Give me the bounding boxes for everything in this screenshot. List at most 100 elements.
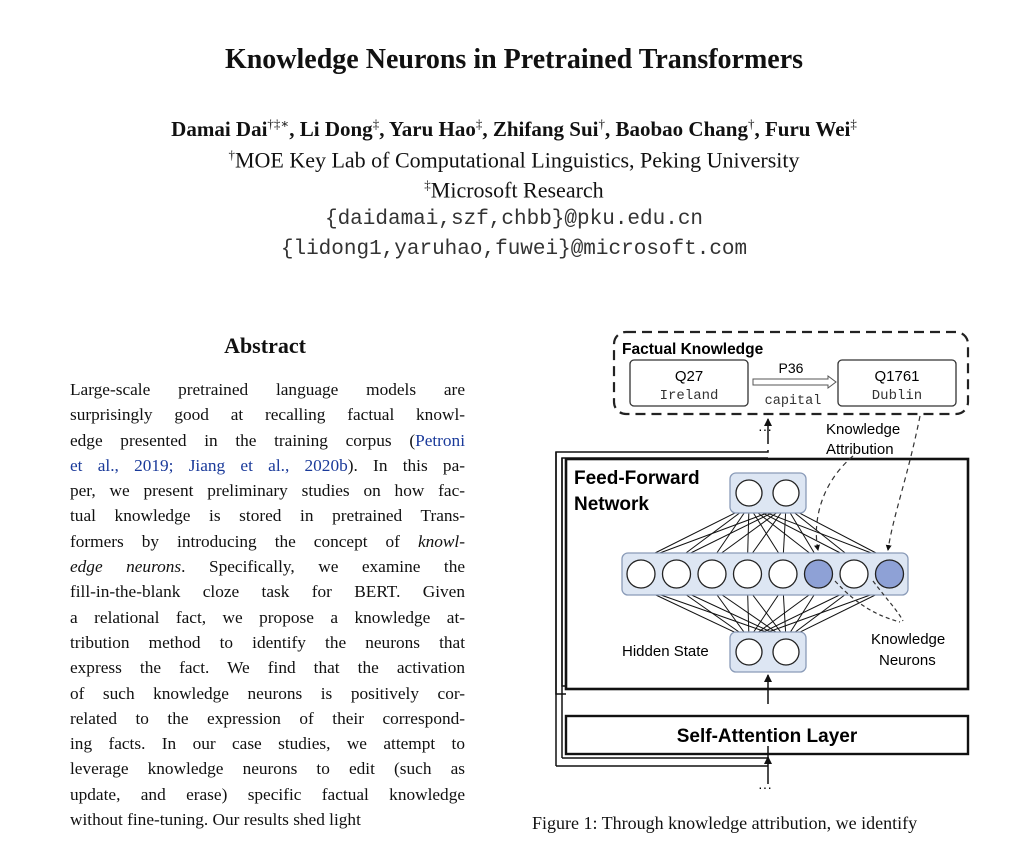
connection-line: [640, 587, 750, 640]
connection-line: [785, 587, 890, 640]
citation-link[interactable]: et al., 2019; Jiang et al., 2020b: [70, 455, 348, 475]
connection-line: [748, 587, 784, 640]
abstract-line: edge presented in the training corpus (P…: [70, 430, 465, 450]
knowledge-neuron: [803, 559, 834, 589]
abstract-line: leverage knowledge neurons to edit (such…: [70, 759, 465, 779]
intermediate-neuron: [626, 559, 656, 589]
figure-1-diagram: Factual Knowledge Q27 Ireland Q1761 Dubl…: [555, 330, 970, 795]
abstract-line: related to the expression of their corre…: [70, 708, 465, 728]
abstract-line: update, and erase) specific factual know…: [70, 784, 465, 804]
self-attention-label: Self-Attention Layer: [677, 726, 858, 747]
intermediate-neuron: [661, 559, 692, 589]
relation-arrow: [752, 375, 837, 389]
connection-line: [747, 587, 787, 640]
connection-line: [711, 587, 787, 640]
abstract-heading: Abstract: [224, 333, 306, 358]
object-entity-box: [837, 359, 957, 407]
connection-line: [785, 587, 855, 640]
author-name: Yaru Hao: [388, 117, 476, 141]
affiliation-pku: †MOE Key Lab of Computational Linguistic…: [228, 147, 800, 173]
connection-line: [747, 505, 750, 561]
knowledge-attribution-label-1: Knowledge: [826, 421, 900, 438]
subject-name: Ireland: [660, 388, 719, 404]
abstract-line: Large-scale pretrained language models a…: [70, 380, 465, 399]
connection-line: [748, 505, 784, 561]
author-name: Baobao Chang: [615, 117, 748, 141]
citation-link[interactable]: Petroni: [415, 430, 465, 450]
relation-name: capital: [765, 394, 822, 409]
intermediate-neuron-group: [621, 552, 909, 596]
ffn-label-1: Feed-Forward: [574, 468, 700, 489]
knowledge-neurons-label-2: Neurons: [879, 652, 936, 669]
figure-caption: Figure 1: Through knowledge attribution,…: [532, 813, 918, 833]
intermediate-neuron: [839, 559, 869, 589]
connection-line: [748, 505, 855, 561]
author-name: Zhifang Sui: [492, 117, 599, 141]
abstract-line: et al., 2019; Jiang et al., 2020b). In t…: [70, 455, 465, 475]
factual-knowledge-box: [612, 330, 970, 416]
connection-line: [748, 505, 819, 561]
author-marks: †: [747, 116, 755, 131]
connection-line: [785, 505, 890, 561]
author-list: Damai Dai†‡∗, Li Dong‡, Yaru Hao‡, Zhifa…: [171, 116, 857, 141]
knowledge-neuron: [874, 559, 905, 589]
author-marks: ‡: [850, 116, 857, 131]
abstract-line: ing facts. In our case studies, we attem…: [70, 734, 465, 754]
ffn-box: [564, 457, 970, 691]
abstract-line: surprisingly good at recalling factual k…: [70, 405, 465, 425]
bottom-ellipsis: ···: [758, 779, 772, 795]
output-neuron: [735, 479, 763, 507]
email-pku: {daidamai,szf,chbb}@pku.edu.cn: [324, 208, 704, 231]
connection-line: [676, 587, 787, 640]
relation-id: P36: [779, 360, 804, 376]
author-name: Furu Wei: [764, 117, 851, 141]
hidden-state-label: Hidden State: [622, 643, 709, 660]
connection-line: [785, 587, 819, 640]
abstract-body: Large-scale pretrained language models a…: [70, 377, 465, 832]
output-neuron: [772, 479, 800, 507]
connection-line: [676, 505, 787, 561]
intermediate-neuron: [732, 559, 763, 589]
connection-line: [711, 505, 750, 561]
abstract-line: per, we present preliminary studies on h…: [70, 481, 465, 501]
author-marks: ‡: [372, 116, 380, 131]
object-id: Q1761: [874, 368, 919, 385]
abstract-line: tual knowledge is stored in pretrained T…: [70, 506, 465, 526]
factual-knowledge-label: Factual Knowledge: [622, 341, 764, 358]
author-marks: ‡: [475, 116, 483, 131]
connection-line: [676, 505, 750, 561]
abstract-line: formers by introducing the concept of kn…: [70, 531, 465, 551]
ffn-connections: [640, 505, 890, 640]
author-name: Damai Dai: [171, 117, 268, 141]
neurons: [626, 479, 905, 666]
hidden-state-neuron: [735, 638, 763, 666]
subject-entity-box: [629, 359, 749, 407]
email-microsoft: {lidong1,yaruhao,fuwei}@microsoft.com: [280, 238, 748, 261]
object-name: Dublin: [872, 388, 922, 404]
abstract-line: tribution method to identify the neurons…: [70, 632, 465, 652]
ffn-label-2: Network: [574, 494, 649, 515]
connection-line: [747, 505, 787, 561]
connection-line: [748, 505, 890, 561]
intermediate-neuron: [768, 559, 798, 589]
abstract-line: of such knowledge neurons is positively …: [70, 683, 465, 703]
connection-line: [782, 587, 787, 640]
knowledge-attribution-label-2: Attribution: [826, 441, 894, 458]
hidden-state-neuron: [772, 638, 800, 666]
author-name: Li Dong: [299, 117, 373, 141]
paper-title: Knowledge Neurons in Pretrained Transfor…: [224, 44, 804, 75]
abstract-line: a relational fact, we propose a knowledg…: [70, 607, 465, 627]
abstract-line: edge neurons. Specifically, we examine t…: [70, 557, 466, 577]
knowledge-neurons-label-1: Knowledge: [871, 631, 945, 648]
connection-line: [640, 587, 787, 640]
abstract-line: fill-in-the-blank cloze task for BERT. G…: [70, 582, 465, 602]
affiliation-microsoft: ‡Microsoft Research: [424, 177, 604, 203]
connection-line: [748, 587, 855, 640]
connection-line: [640, 505, 750, 561]
author-marks: †‡∗: [267, 116, 290, 131]
intermediate-neuron: [697, 559, 727, 589]
subject-id: Q27: [675, 368, 703, 385]
top-ellipsis: ···: [758, 421, 772, 437]
self-attention-box: [564, 714, 970, 756]
author-marks: †: [598, 116, 606, 131]
